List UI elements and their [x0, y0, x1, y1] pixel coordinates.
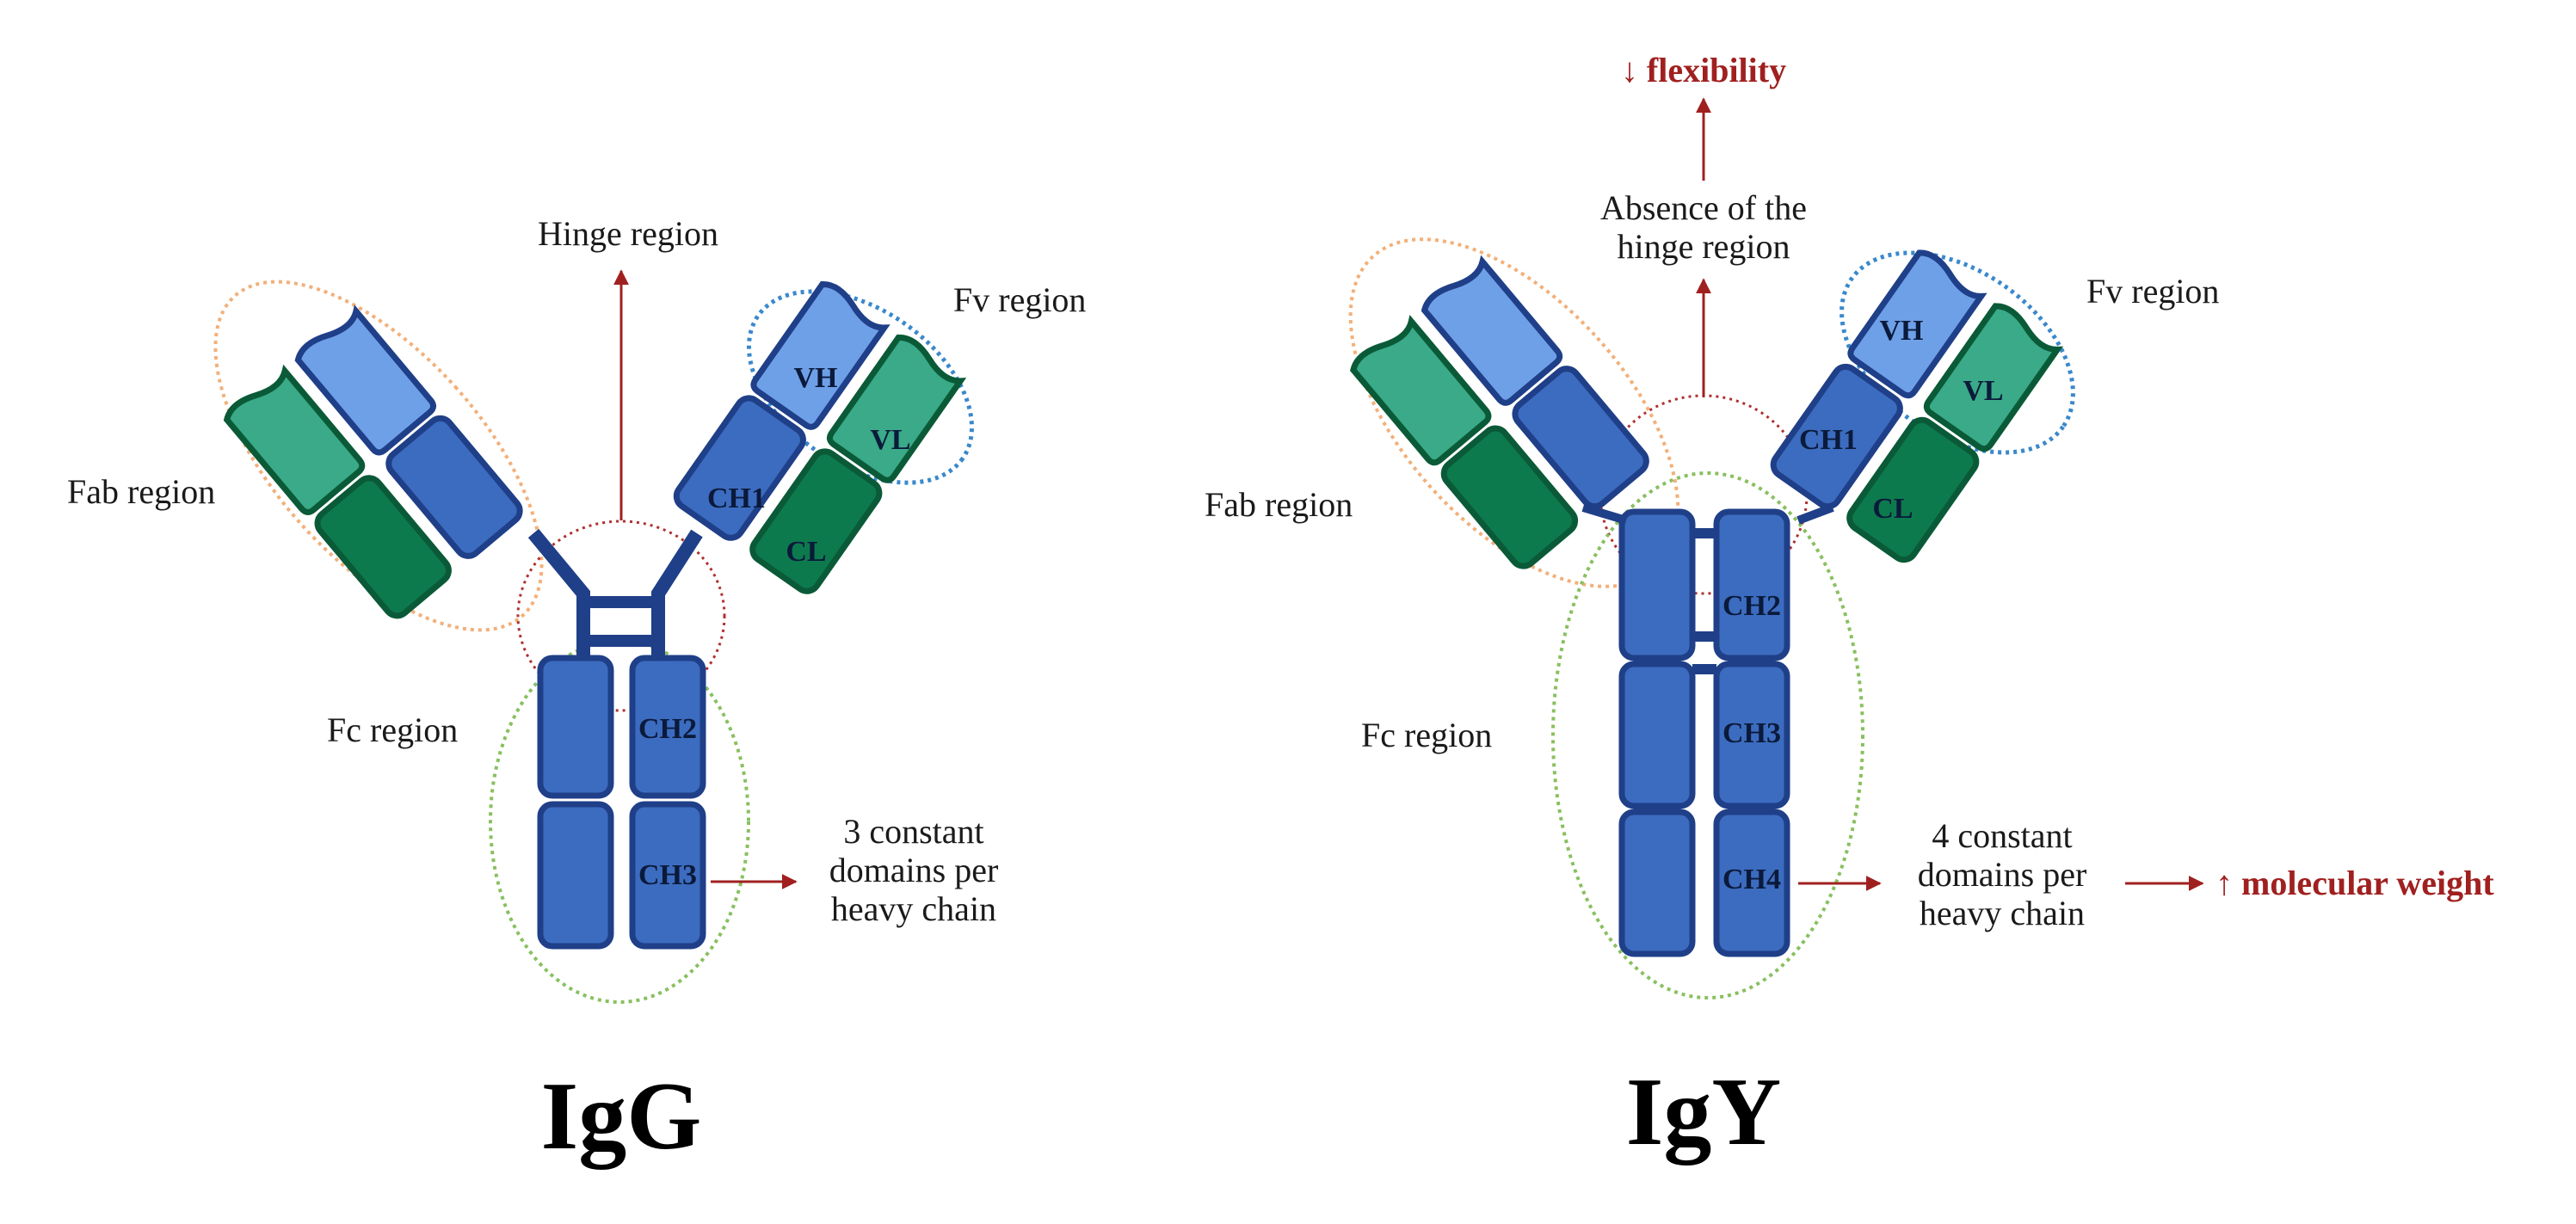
igy-right-ch1: [1770, 363, 1903, 510]
igy-fc-left-ch4: [1618, 809, 1696, 957]
igy-left-vh: [1420, 255, 1563, 406]
igg-left-vl: [223, 364, 366, 515]
igy-fv-label: Fv region: [2086, 272, 2219, 311]
igy-cl-label: CL: [1872, 493, 1913, 525]
igg-left-cl: [314, 475, 452, 619]
igy-ch2-label: CH2: [1722, 590, 1781, 622]
igy-note-line-2: domains per: [1918, 855, 2087, 894]
igg-cl-label: CL: [786, 536, 826, 568]
igy-right-cl: [1846, 416, 1980, 563]
igg-fc-left-ch3: [537, 801, 614, 950]
igg-vh-label: VH: [794, 362, 838, 394]
igg-left-vh: [294, 304, 437, 456]
igg-fv-label: Fv region: [953, 280, 1086, 319]
igg-left-ch1: [385, 415, 523, 559]
igg-right-fab-arm: [673, 280, 967, 594]
igy-absence-line-1: Absence of the: [1600, 188, 1807, 227]
igg-note-line-2: domains per: [829, 851, 999, 889]
igy-fc-left-ch3: [1618, 661, 1696, 809]
igg-hinge-left-link: [527, 528, 590, 662]
igy-left-cl: [1440, 425, 1579, 569]
igy-right-link: [1796, 503, 1834, 525]
igy-fc-right-ch3: [1713, 661, 1790, 809]
igy-absence-line-2: hinge region: [1617, 227, 1790, 266]
igg-note-line-1: 3 constant: [843, 812, 983, 851]
igy-fab-label: Fab region: [1205, 485, 1353, 524]
igy-antibody: CH2 CH3 CH4 VH VL CH1 CL Absence of the …: [1205, 51, 2494, 1166]
igg-fc-label: Fc region: [327, 710, 458, 749]
igy-fc-right-ch4: [1713, 809, 1790, 957]
igy-left-ch1: [1512, 366, 1649, 510]
igg-fab-region-outline: [213, 280, 544, 632]
igy-left-link: [1581, 503, 1628, 525]
igg-fc-right-ch3: [629, 801, 706, 950]
igg-hinge-region-outline: [516, 520, 726, 712]
igy-fc-right-ch2: [1713, 508, 1790, 661]
igg-ch3-label: CH3: [638, 859, 697, 891]
igy-left-vl: [1350, 315, 1492, 466]
igy-left-fab-arm: [1350, 255, 1649, 569]
igy-fc-left-ch2: [1618, 508, 1696, 661]
igg-note-line-3: heavy chain: [831, 889, 996, 928]
igg-vl-label: VL: [870, 424, 910, 456]
igg-left-fab-arm: [223, 304, 523, 619]
igg-right-ch1: [673, 395, 806, 541]
igy-vl-label: VL: [1963, 375, 2003, 407]
igy-flexibility-label: ↓ flexibility: [1621, 51, 1786, 89]
igy-fv-region-outline: [1840, 250, 2075, 455]
igg-fc-left-ch2: [537, 655, 614, 799]
igg-right-vh: [750, 280, 891, 430]
igg-title: IgG: [541, 1063, 702, 1170]
igg-fc-region-outline: [489, 639, 750, 1004]
igy-vh-label: VH: [1880, 315, 1924, 347]
igg-right-vl: [826, 334, 967, 483]
igg-fv-region-outline: [746, 289, 975, 485]
igg-antibody: CH2 CH3 VH VL CH1 CL Hinge region Fv reg…: [67, 214, 1086, 1170]
igg-hinge-right-link: [651, 529, 703, 662]
igg-fc-right-ch2: [629, 655, 706, 799]
igg-ch2-label: CH2: [638, 713, 697, 745]
igg-hinge-label: Hinge region: [538, 214, 718, 253]
igy-right-fab-arm: [1770, 249, 2064, 563]
igg-fab-label: Fab region: [67, 472, 215, 511]
igy-right-vl: [1923, 303, 2064, 452]
igy-ch3-label: CH3: [1722, 717, 1781, 749]
igg-ch1-label: CH1: [707, 483, 766, 514]
igy-note-line-3: heavy chain: [1920, 894, 2085, 932]
igy-ch1-label: CH1: [1799, 424, 1858, 456]
igy-title: IgY: [1626, 1059, 1781, 1166]
igy-molecular-weight-label: ↑ molecular weight: [2215, 864, 2494, 902]
igy-ch4-label: CH4: [1722, 864, 1781, 895]
igy-note-line-1: 4 constant: [1932, 816, 2072, 855]
igy-fc-region-outline: [1551, 471, 1864, 999]
igy-fab-region-outline: [1348, 237, 1680, 588]
igg-right-cl: [749, 448, 883, 594]
igy-right-vh: [1847, 249, 1987, 399]
igy-fc-label: Fc region: [1361, 716, 1492, 754]
